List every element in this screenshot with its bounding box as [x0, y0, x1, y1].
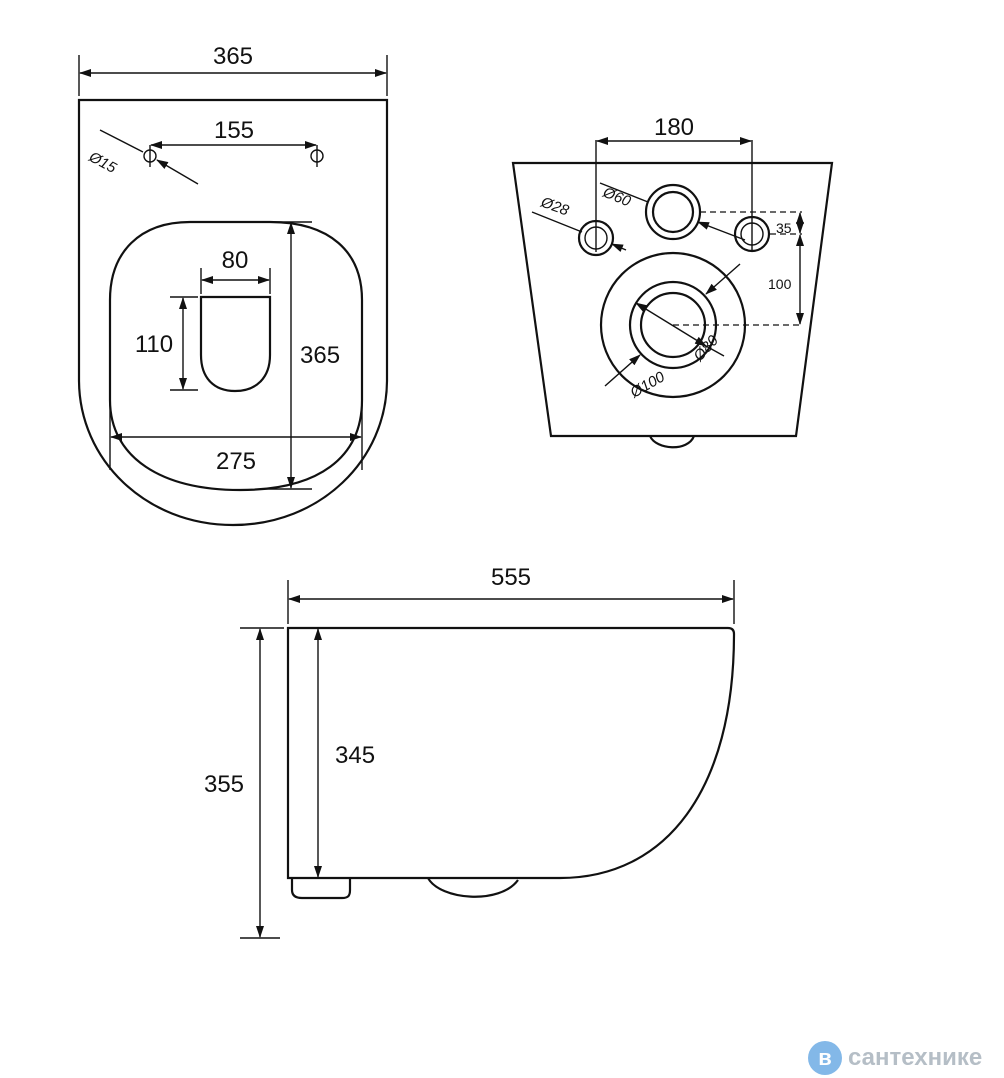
side-view: 555 355 345 [204, 564, 736, 939]
watermark-badge: в [808, 1041, 842, 1075]
dim-outlet-inner-dia: Ø80 [690, 332, 723, 366]
dim-body-height: 345 [335, 742, 375, 769]
rear-foot [648, 435, 696, 449]
dim-outlet-width: 80 [222, 247, 249, 274]
dim-outlet-length: 110 [135, 331, 173, 358]
seat-outline [108, 220, 364, 492]
watermark-logo: в сантехнике [808, 1040, 982, 1076]
rear-view-outline [511, 161, 834, 438]
outlet-shape [199, 295, 272, 393]
dim-seat-width: 275 [216, 448, 256, 475]
side-foot-spigot [427, 877, 519, 898]
dim-length: 555 [491, 564, 531, 591]
rear-view: 180 35 100 Ø28 Ø60 Ø80 Ø100 [511, 114, 834, 449]
dim-water-inlet-dia: Ø60 [600, 184, 634, 211]
dim-overall-width: 365 [213, 43, 253, 70]
dim-mount-spacing: 155 [214, 117, 254, 144]
top-view-outline [77, 98, 389, 527]
side-view-outline [286, 626, 736, 880]
dim-overall-height: 355 [204, 771, 244, 798]
dim-seat-length: 365 [300, 342, 340, 369]
dim-outlet-offset: 100 [768, 276, 792, 292]
top-view: 365 155 Ø15 365 275 80 110 [77, 43, 389, 527]
dim-inlet-offset: 35 [776, 220, 792, 236]
dim-inlet-spacing: 180 [654, 114, 694, 141]
watermark-text: сантехнике [848, 1044, 983, 1071]
water-inlet-inner [651, 190, 695, 234]
side-foot-left [290, 878, 352, 900]
dim-mount-hole-dia: Ø15 [85, 148, 119, 177]
